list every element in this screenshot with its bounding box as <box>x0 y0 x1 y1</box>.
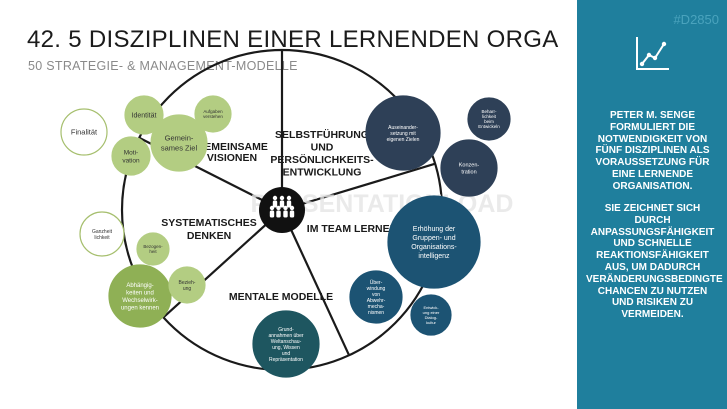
sidebar-paragraph-2: SIE ZEICHNET SICH DURCH ANPASSUNGSFÄHIGK… <box>586 203 723 321</box>
bubble-label: Gemein-sames Ziel <box>161 134 198 153</box>
segment-label: MENTALE MODELLE <box>229 291 333 303</box>
bubble-label: Bezieh-ung <box>179 280 196 292</box>
bubble-node: Moti-vation <box>111 136 151 176</box>
bubble-node: Bezieh-ung <box>168 266 206 304</box>
bubble-label: Konzen-tration <box>459 162 480 175</box>
bubble-node: Gemein-sames Ziel <box>150 114 208 172</box>
bubble-label: Identität <box>132 112 157 119</box>
bubble-node: Identität <box>124 95 164 135</box>
segment-label: IM TEAM LERNEN <box>307 223 397 235</box>
people-group-icon <box>259 187 305 233</box>
bubble-label: Bezogen-heit <box>143 244 163 254</box>
bubble-label: Moti-vation <box>122 149 140 164</box>
bubble-node: Finalität <box>60 108 108 156</box>
bubble-node: Konzen-tration <box>440 139 498 197</box>
line-chart-icon <box>636 37 669 70</box>
wheel-spoke <box>281 209 351 357</box>
page-title: 42. 5 DISZIPLINEN EINER LERNENDEN ORGA <box>27 26 559 53</box>
sidebar-paragraph-1: PETER M. SENGE FORMULIERT DIE NOTWENDIGK… <box>595 110 710 192</box>
wheel-spoke <box>281 162 436 212</box>
bubble-node: Bezogen-heit <box>136 232 170 266</box>
slide-code: #D2850 <box>673 12 719 27</box>
page-subtitle: 50 STRATEGIE- & MANAGEMENT-MODELLE <box>28 59 298 73</box>
bubble-label: Finalität <box>71 128 98 137</box>
